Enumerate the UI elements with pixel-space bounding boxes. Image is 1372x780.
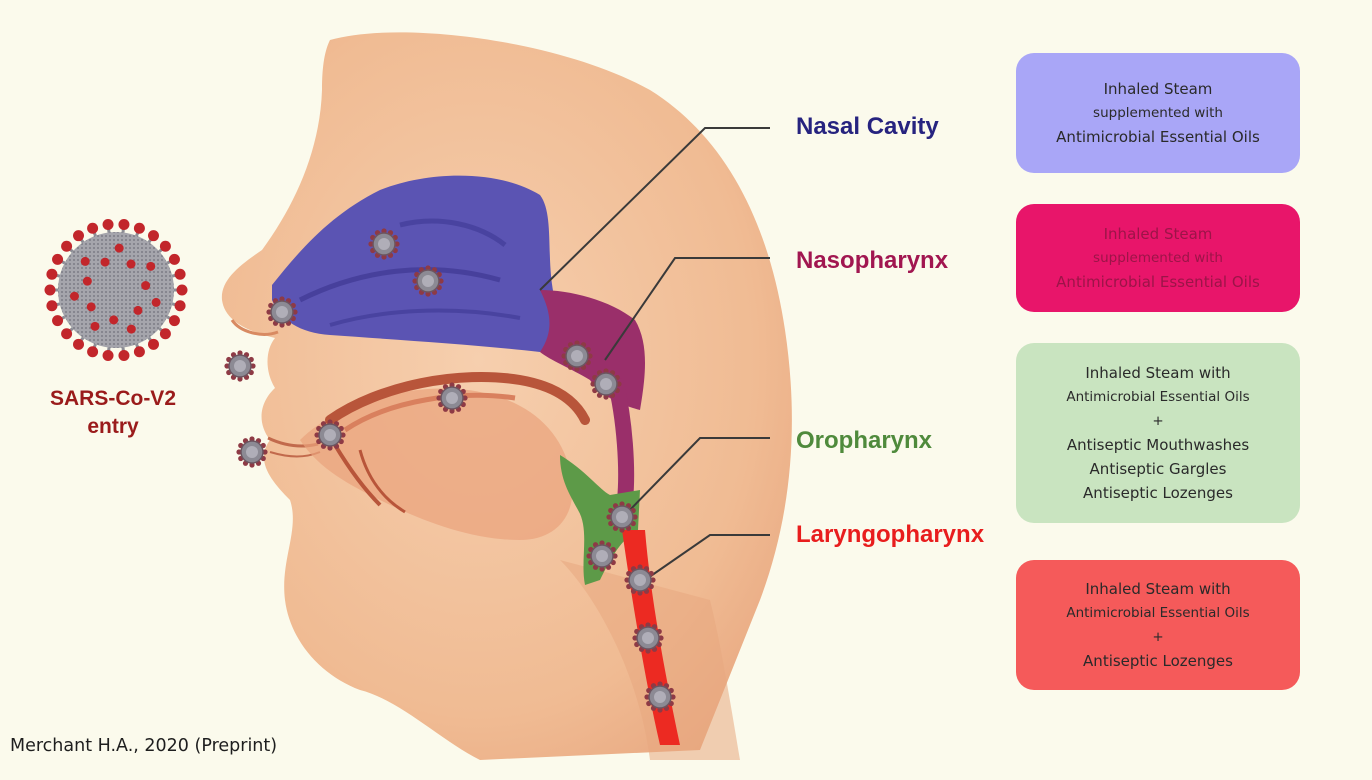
treatment-line: Antimicrobial Essential Oils bbox=[1056, 270, 1260, 294]
treatment-line: Antiseptic Lozenges bbox=[1083, 481, 1233, 505]
treatment-line: supplemented with bbox=[1093, 101, 1223, 125]
treatment-box-nasopharynx: Inhaled Steam supplemented with Antimicr… bbox=[1016, 204, 1300, 312]
treatment-line: supplemented with bbox=[1093, 246, 1223, 270]
label-laryngopharynx: Laryngopharynx bbox=[796, 521, 984, 549]
virus-particle-icon bbox=[224, 350, 255, 381]
treatment-line: Antiseptic Gargles bbox=[1090, 457, 1227, 481]
label-nasal-cavity: Nasal Cavity bbox=[796, 113, 939, 141]
treatment-box-oropharynx: Inhaled Steam with Antimicrobial Essenti… bbox=[1016, 343, 1300, 523]
treatment-line: Inhaled Steam bbox=[1104, 77, 1213, 101]
label-oropharynx: Oropharynx bbox=[796, 427, 932, 455]
treatment-line: Antimicrobial Essential Oils bbox=[1066, 385, 1249, 409]
citation-credit: Merchant H.A., 2020 (Preprint) bbox=[10, 736, 277, 756]
virus-entry-label: SARS-Co-V2 entry bbox=[18, 385, 208, 441]
label-nasopharynx: Nasopharynx bbox=[796, 247, 948, 275]
treatment-line: + bbox=[1152, 409, 1163, 433]
treatment-line: + bbox=[1152, 625, 1163, 649]
treatment-line: Antimicrobial Essential Oils bbox=[1056, 125, 1260, 149]
treatment-line: Inhaled Steam bbox=[1104, 222, 1213, 246]
sars-cov-2-virus-icon bbox=[45, 219, 188, 361]
treatment-line: Antiseptic Mouthwashes bbox=[1067, 433, 1249, 457]
treatment-line: Inhaled Steam with bbox=[1085, 577, 1230, 601]
virus-particle-icon bbox=[236, 436, 267, 467]
treatment-box-nasal-cavity: Inhaled Steam supplemented with Antimicr… bbox=[1016, 53, 1300, 173]
treatment-line: Antiseptic Lozenges bbox=[1083, 649, 1233, 673]
treatment-box-laryngopharynx: Inhaled Steam with Antimicrobial Essenti… bbox=[1016, 560, 1300, 690]
treatment-line: Antimicrobial Essential Oils bbox=[1066, 601, 1249, 625]
treatment-line: Inhaled Steam with bbox=[1085, 361, 1230, 385]
